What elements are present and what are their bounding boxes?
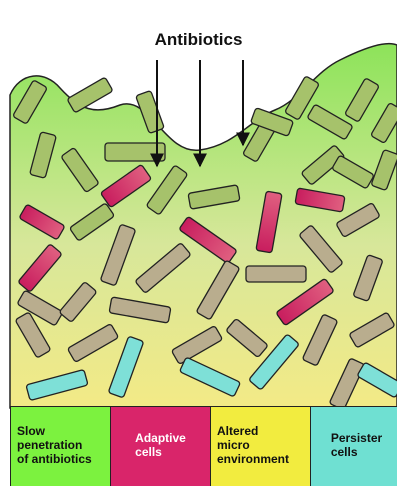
legend-persister-cells: Persister cells [310, 406, 397, 486]
antibiotics-label: Antibiotics [0, 30, 397, 50]
legend-adaptive-cells: Adaptive cells [110, 406, 210, 486]
legend-altered-microenvironment: Altered micro environment [210, 406, 310, 486]
legend-slow-penetration: Slow penetration of antibiotics [10, 406, 110, 486]
bacterium [67, 77, 113, 113]
legend: Slow penetration of antibiotics Adaptive… [10, 406, 397, 486]
altered-cell [246, 266, 306, 282]
